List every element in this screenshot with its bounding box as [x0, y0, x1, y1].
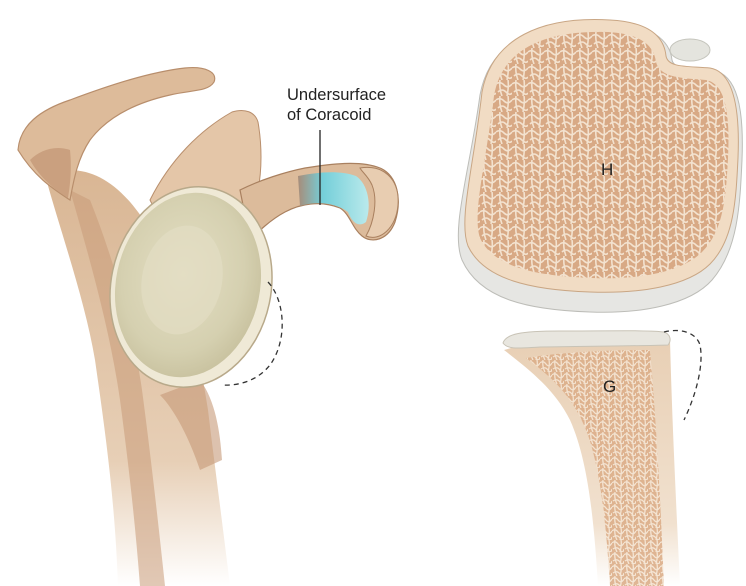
- greater-tuberosity-cap: [670, 39, 710, 61]
- humeral-head-letter: H: [601, 160, 613, 180]
- glenoid-section: [503, 331, 701, 586]
- undersurface-label-line1: Undersurface: [287, 85, 386, 105]
- scapula-illustration: [18, 68, 398, 586]
- glenoid-letter: G: [603, 377, 616, 397]
- undersurface-label-line2: of Coracoid: [287, 105, 386, 125]
- undersurface-of-coracoid-label: Undersurface of Coracoid: [287, 85, 386, 125]
- coracoid-undersurface-highlight: [298, 172, 369, 224]
- glenoid-section-cartilage: [503, 331, 670, 348]
